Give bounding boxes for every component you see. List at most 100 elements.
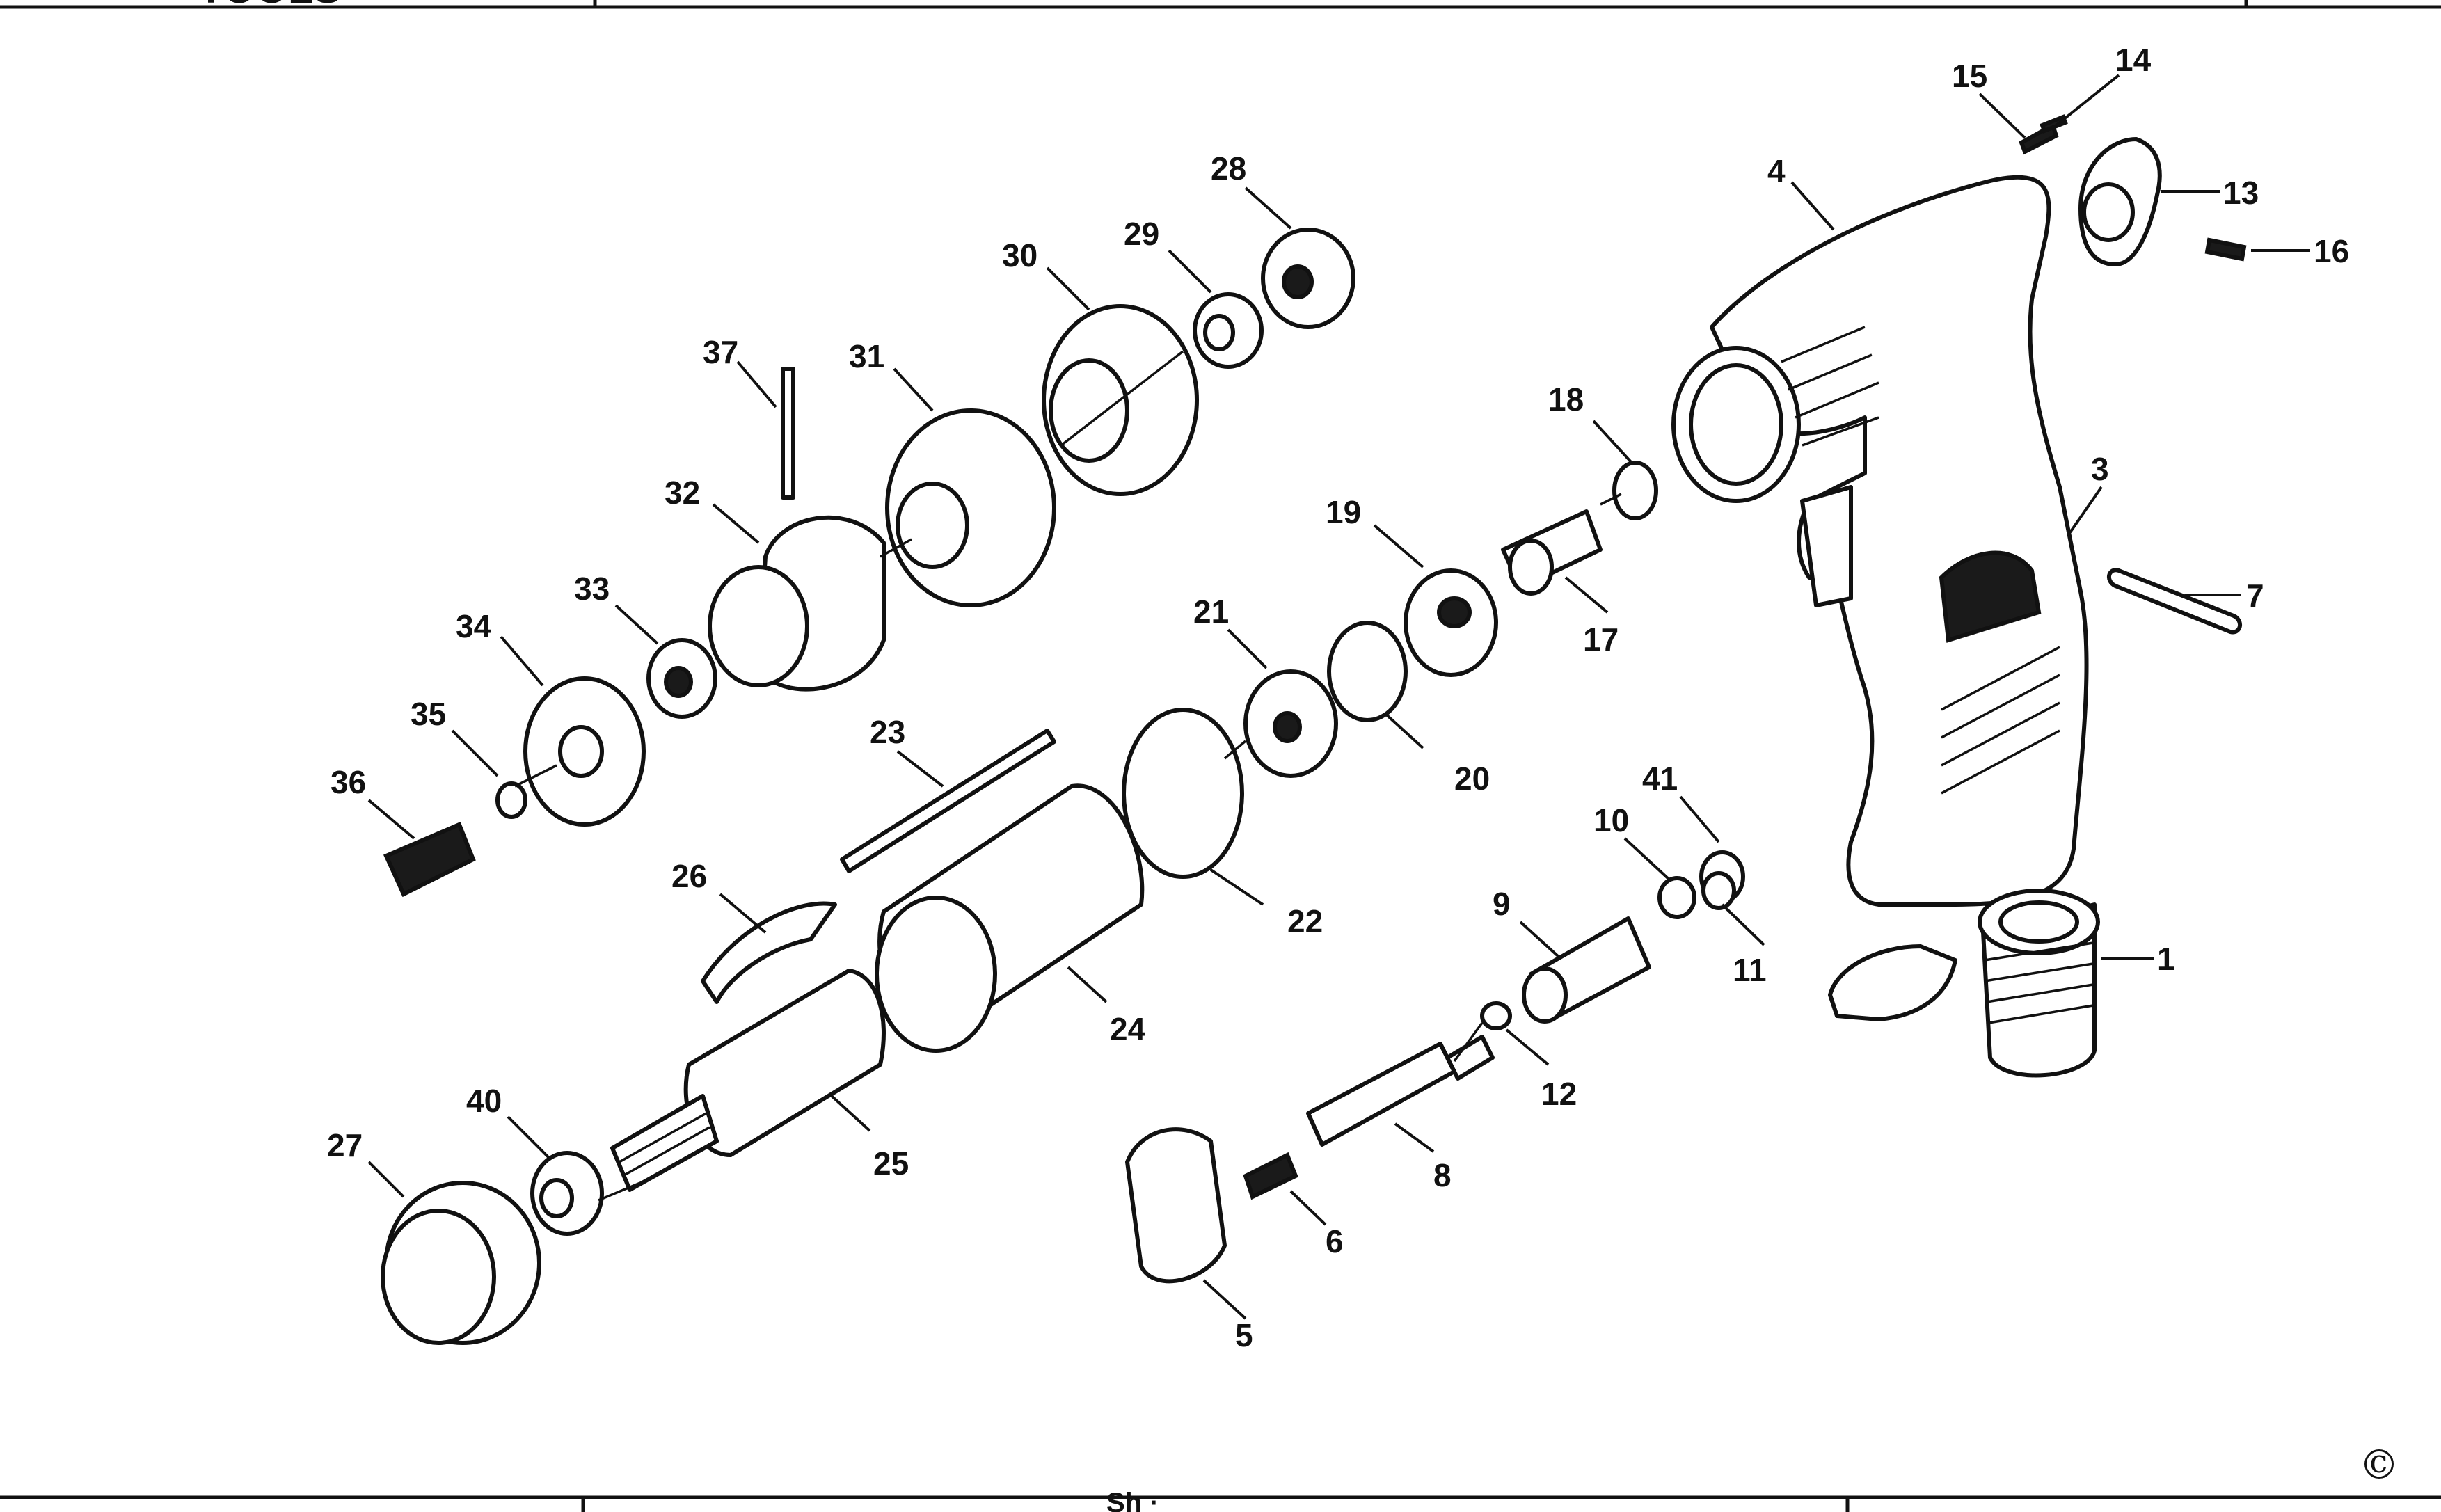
callout-35: 35 — [411, 696, 499, 777]
part-17-valve — [1501, 509, 1603, 596]
callout-30: 30 — [1002, 237, 1090, 311]
svg-text:7: 7 — [2246, 578, 2264, 614]
callout-27: 27 — [327, 1127, 405, 1198]
part-33-nut — [646, 638, 717, 719]
svg-text:33: 33 — [574, 571, 610, 607]
footer-fragment: Sh · — [1106, 1488, 1159, 1512]
callout-7: 7 — [2185, 578, 2264, 614]
part-24-cylinder — [875, 783, 1145, 1053]
part-13-deflector — [2078, 137, 2162, 266]
callout-3: 3 — [2069, 451, 2109, 534]
svg-text:3: 3 — [2091, 451, 2109, 487]
callout-18: 18 — [1548, 381, 1633, 464]
callout-23: 23 — [870, 714, 944, 788]
callout-1: 1 — [2101, 941, 2175, 977]
callout-16: 16 — [2251, 233, 2349, 269]
svg-text:22: 22 — [1287, 903, 1323, 939]
callout-14: 14 — [2055, 42, 2152, 127]
svg-text:41: 41 — [1642, 761, 1678, 797]
svg-text:17: 17 — [1583, 621, 1619, 658]
part-21-bearing — [1243, 669, 1338, 778]
housing-body — [1671, 175, 2089, 907]
part-35-washer — [495, 781, 527, 819]
svg-text:19: 19 — [1326, 494, 1361, 530]
svg-text:30: 30 — [1002, 237, 1037, 273]
part-29-ring — [1193, 292, 1264, 369]
callout-22: 22 — [1209, 868, 1323, 939]
svg-text:10: 10 — [1593, 802, 1629, 838]
svg-text:12: 12 — [1541, 1076, 1577, 1112]
callout-41: 41 — [1642, 761, 1720, 843]
svg-text:9: 9 — [1493, 886, 1511, 922]
callout-31: 31 — [849, 338, 934, 412]
callout-34: 34 — [456, 608, 544, 687]
svg-text:15: 15 — [1952, 58, 1987, 94]
svg-text:16: 16 — [2314, 233, 2349, 269]
callout-8: 8 — [1394, 1122, 1452, 1193]
callout-5: 5 — [1202, 1279, 1253, 1353]
callout-21: 21 — [1193, 594, 1268, 669]
svg-text:31: 31 — [849, 338, 884, 374]
callout-36: 36 — [331, 764, 415, 840]
svg-text:25: 25 — [873, 1145, 909, 1181]
svg-text:4: 4 — [1767, 153, 1786, 189]
svg-text:24: 24 — [1110, 1011, 1146, 1047]
callout-11: 11 — [1721, 903, 1767, 988]
assembly-axis-lines — [514, 350, 1622, 1202]
svg-text:26: 26 — [671, 858, 707, 894]
part-7-rod — [2107, 568, 2242, 635]
svg-text:32: 32 — [665, 475, 700, 511]
callout-24: 24 — [1067, 966, 1146, 1047]
svg-text:23: 23 — [870, 714, 905, 750]
part-28-bearing — [1261, 228, 1355, 329]
svg-text:36: 36 — [331, 764, 366, 800]
part-8-spring — [1445, 1035, 1495, 1081]
svg-text:18: 18 — [1548, 381, 1584, 417]
callout-29: 29 — [1124, 216, 1212, 294]
callout-40: 40 — [466, 1083, 551, 1160]
svg-text:11: 11 — [1733, 952, 1767, 988]
part-37-pin — [781, 367, 795, 500]
part-36-screw — [383, 822, 476, 898]
part-14-pin — [2040, 114, 2068, 134]
svg-text:27: 27 — [327, 1127, 363, 1163]
part-26-vane-blade — [701, 901, 837, 1004]
part-5-trigger — [1125, 1127, 1227, 1284]
callout-37: 37 — [703, 334, 777, 408]
callout-25: 25 — [830, 1095, 909, 1181]
callout-4: 4 — [1767, 153, 1835, 231]
svg-text:5: 5 — [1235, 1317, 1253, 1353]
part-34-flange — [523, 676, 646, 827]
svg-text:1: 1 — [2157, 941, 2175, 977]
svg-text:29: 29 — [1124, 216, 1159, 252]
callout-6: 6 — [1289, 1190, 1344, 1259]
svg-text:20: 20 — [1454, 761, 1490, 797]
callout-17: 17 — [1564, 576, 1619, 658]
part-6-spring — [1243, 1152, 1298, 1200]
part-10-oring — [1657, 876, 1696, 919]
part-20-ring — [1327, 621, 1408, 722]
callout-12: 12 — [1505, 1028, 1577, 1112]
svg-text:21: 21 — [1193, 594, 1229, 630]
callout-28: 28 — [1211, 150, 1292, 230]
part-27-housing-ring — [381, 1181, 541, 1345]
copyright-mark: © — [2359, 1441, 2399, 1488]
part-19-plate — [1404, 568, 1498, 677]
callout-10: 10 — [1593, 802, 1671, 882]
callout-13: 13 — [2161, 175, 2259, 211]
part-22-plate — [1122, 708, 1244, 879]
callout-15: 15 — [1952, 58, 2026, 139]
svg-text:8: 8 — [1433, 1157, 1452, 1193]
callout-19: 19 — [1326, 494, 1424, 568]
part-31-cylinder — [885, 408, 1056, 607]
svg-text:13: 13 — [2223, 175, 2259, 211]
part-23-vane — [840, 729, 1056, 873]
header-fragment: TOOLS — [198, 0, 342, 12]
grip-plate — [1828, 944, 1957, 1021]
callout-32: 32 — [665, 475, 760, 544]
part-1-inlet — [1978, 889, 2100, 1078]
part-32-chuck — [708, 515, 886, 692]
callout-33: 33 — [574, 571, 659, 645]
